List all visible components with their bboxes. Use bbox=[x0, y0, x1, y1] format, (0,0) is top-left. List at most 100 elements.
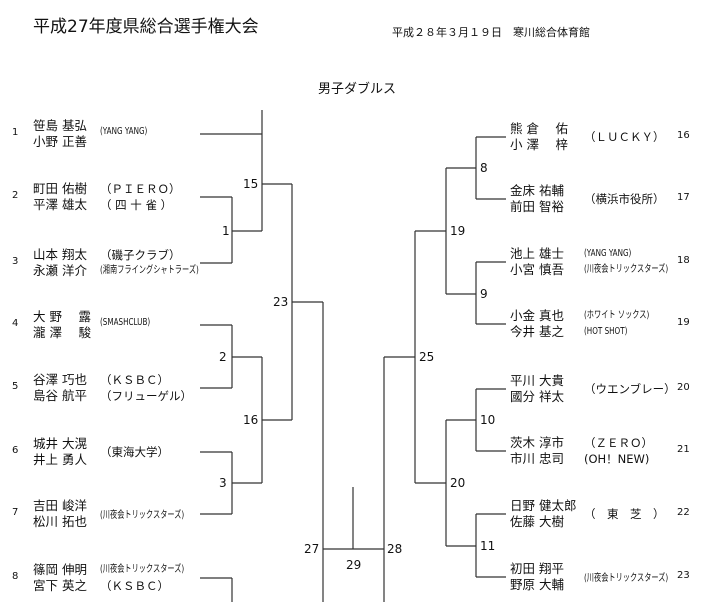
bracket-entry: 20 平川 大貴國分 祥太 （ウエンブレー） bbox=[0, 373, 714, 405]
player-name: 佐藤 大樹 bbox=[510, 514, 564, 529]
player-name: 小金 真也 bbox=[510, 308, 564, 323]
entry-seed-number: 6 bbox=[12, 445, 19, 456]
match-number: 16 bbox=[243, 413, 259, 427]
entry-seed-number: 2 bbox=[12, 190, 19, 201]
player-name: 金床 祐輔 bbox=[510, 183, 564, 198]
player-names: 平川 大貴國分 祥太 bbox=[510, 373, 564, 405]
club-name: (川夜会トリックスターズ) bbox=[100, 506, 217, 521]
player-name: 市川 忠司 bbox=[510, 451, 564, 466]
player-name: 野原 大輔 bbox=[510, 577, 564, 592]
entry-seed-number: 5 bbox=[12, 381, 19, 392]
player-names: 池上 雄士小宮 慎吾 bbox=[510, 246, 564, 278]
player-name: 今井 基之 bbox=[510, 324, 564, 339]
club-line: (湘南フライングシャトラーズ) bbox=[100, 265, 199, 276]
player-name: 町田 佑樹 bbox=[33, 181, 87, 196]
bracket-entry: 17 金床 祐輔前田 智裕 （横浜市役所） bbox=[0, 183, 714, 215]
entry-seed-number: 22 bbox=[677, 507, 690, 518]
player-name: 日野 健太郎 bbox=[510, 498, 577, 513]
player-name: 小宮 慎吾 bbox=[510, 262, 564, 277]
club-name: （ＺＥＲＯ）(OH！NEW) bbox=[584, 435, 653, 467]
club-name: （ＫＳＢＣ）（フリューゲル） bbox=[100, 372, 192, 404]
club-name: (川夜会トリックスターズ) （ＫＳＢＣ） bbox=[100, 562, 217, 594]
player-name: 小 澤 梓 bbox=[510, 137, 568, 152]
entry-seed-number: 20 bbox=[677, 382, 690, 393]
player-names: 笹島 基弘小野 正善 bbox=[33, 118, 87, 150]
player-names: 大 野 露瀧 澤 駿 bbox=[33, 309, 91, 341]
bracket-entry: 22 日野 健太郎佐藤 大樹 （ 東 芝 ） bbox=[0, 498, 714, 530]
club-line: (川夜会トリックスターズ) bbox=[100, 564, 185, 575]
club-name: （ウエンブレー） bbox=[584, 381, 676, 397]
bracket-entry: 19 小金 真也今井 基之 (ホワイト ソックス)(HOT SHOT) bbox=[0, 308, 714, 340]
player-name: 小野 正善 bbox=[33, 134, 87, 149]
player-name: 笹島 基弘 bbox=[33, 118, 87, 133]
club-name: （磯子クラブ） (湘南フライングシャトラーズ) bbox=[100, 247, 237, 279]
player-name: 瀧 澤 駿 bbox=[33, 325, 91, 340]
club-line: (YANG YANG) bbox=[100, 126, 148, 137]
bracket-entry: 5 谷澤 巧也島谷 航平 （ＫＳＢＣ）（フリューゲル） bbox=[0, 372, 714, 404]
club-line: (YANG YANG) bbox=[584, 248, 632, 259]
match-number: 10 bbox=[480, 413, 496, 427]
club-name: (川夜会トリックスターズ) bbox=[584, 569, 701, 584]
bracket-entry: 6 城井 大滉井上 勇人 （東海大学） bbox=[0, 436, 714, 468]
player-name: 井上 勇人 bbox=[33, 452, 87, 467]
club-line: （フリューゲル） bbox=[100, 389, 192, 403]
player-names: 町田 佑樹平澤 雄太 bbox=[33, 181, 87, 213]
player-name: 谷澤 巧也 bbox=[33, 372, 87, 387]
match-number: 3 bbox=[219, 476, 227, 490]
club-line: (OH！NEW) bbox=[584, 452, 650, 466]
player-name: 松川 拓也 bbox=[33, 514, 87, 529]
match-number: 15 bbox=[243, 177, 259, 191]
entry-seed-number: 1 bbox=[12, 127, 19, 138]
entry-seed-number: 8 bbox=[12, 571, 19, 582]
player-name: 前田 智裕 bbox=[510, 199, 564, 214]
match-number: 23 bbox=[273, 295, 289, 309]
player-name: 平川 大貴 bbox=[510, 373, 564, 388]
entry-seed-number: 17 bbox=[677, 192, 690, 203]
club-name: （東海大学） bbox=[100, 444, 169, 460]
club-line: （ＫＳＢＣ） bbox=[100, 579, 169, 593]
match-number: 11 bbox=[480, 539, 496, 553]
club-name: （横浜市役所） bbox=[584, 191, 665, 207]
bracket-entry: 1 笹島 基弘小野 正善 (YANG YANG) bbox=[0, 118, 714, 150]
match-number: 27 bbox=[304, 542, 320, 556]
match-number: 20 bbox=[450, 476, 466, 490]
player-names: 谷澤 巧也島谷 航平 bbox=[33, 372, 87, 404]
bracket-entry: 2 町田 佑樹平澤 雄太 （ＰＩＥＲＯ）（ 四 十 雀 ） bbox=[0, 181, 714, 213]
bracket-entry: 23 初田 翔平野原 大輔 (川夜会トリックスターズ) bbox=[0, 561, 714, 593]
match-number: 29 bbox=[346, 558, 362, 572]
club-line: （ 四 十 雀 ） bbox=[100, 198, 173, 212]
entry-seed-number: 23 bbox=[677, 570, 690, 581]
player-name: 池上 雄士 bbox=[510, 246, 564, 261]
club-line: （ウエンブレー） bbox=[584, 382, 676, 396]
club-line: （磯子クラブ） bbox=[100, 248, 181, 262]
match-number: 28 bbox=[387, 542, 403, 556]
match-number: 1 bbox=[222, 224, 230, 238]
player-names: 篠岡 伸明宮下 英之 bbox=[33, 562, 87, 594]
entry-seed-number: 19 bbox=[677, 317, 690, 328]
player-name: 國分 祥太 bbox=[510, 389, 564, 404]
club-line: （横浜市役所） bbox=[584, 192, 665, 206]
club-name: （ＰＩＥＲＯ）（ 四 十 雀 ） bbox=[100, 181, 181, 213]
tournament-title: 平成27年度県総合選手権大会 bbox=[33, 17, 259, 37]
match-number: 8 bbox=[480, 161, 488, 175]
club-line: (川夜会トリックスターズ) bbox=[100, 510, 185, 521]
club-name: (ホワイト ソックス)(HOT SHOT) bbox=[584, 308, 675, 340]
player-names: 金床 祐輔前田 智裕 bbox=[510, 183, 564, 215]
club-line: （ 東 芝 ） bbox=[584, 507, 665, 521]
club-line: (川夜会トリックスターズ) bbox=[584, 264, 669, 275]
player-names: 初田 翔平野原 大輔 bbox=[510, 561, 564, 593]
club-line: (ホワイト ソックス) bbox=[584, 310, 650, 321]
player-name: 城井 大滉 bbox=[33, 436, 87, 451]
event-title: 男子ダブルス bbox=[317, 82, 396, 97]
match-number: 25 bbox=[419, 350, 435, 364]
player-names: 日野 健太郎佐藤 大樹 bbox=[510, 498, 576, 530]
player-names: 山本 翔太永瀬 洋介 bbox=[33, 247, 87, 279]
player-names: 小金 真也今井 基之 bbox=[510, 308, 564, 340]
